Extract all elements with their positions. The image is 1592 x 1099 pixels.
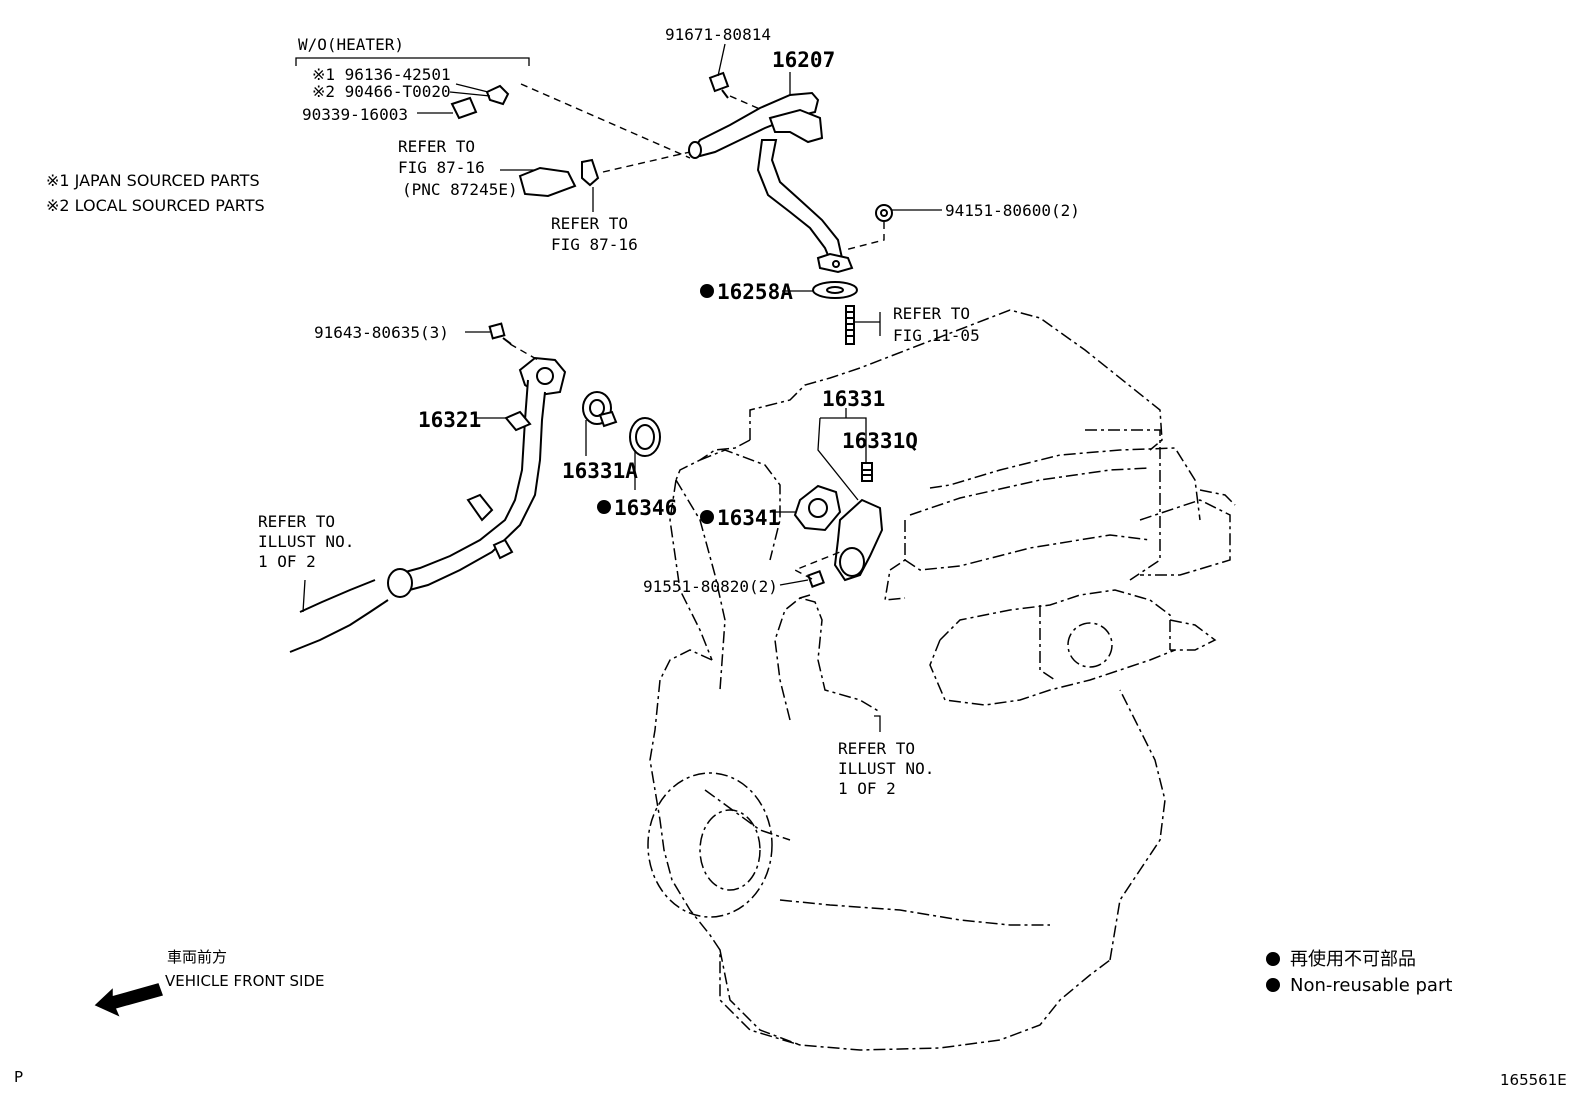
- svg-text:REFER TO: REFER TO: [551, 214, 628, 233]
- bolt-91643-icon: [488, 322, 512, 345]
- label-16258a: 16258A: [717, 280, 793, 304]
- ref-fig-87-16: REFER TO FIG 87-16: [551, 214, 638, 254]
- bolt-91551-icon: [807, 570, 825, 588]
- svg-text:FIG 87-16: FIG 87-16: [398, 158, 485, 177]
- leader-lines: [295, 43, 942, 732]
- svg-text:REFER TO: REFER TO: [258, 512, 335, 531]
- engine-outline: [647, 309, 1236, 1051]
- note-japan-sourced: ※1 JAPAN SOURCED PARTS: [46, 171, 260, 190]
- sensor-16331q-icon: [861, 462, 873, 482]
- ref-fig-87-16-pnc: REFER TO FIG 87-16 (PNC 87245E): [398, 137, 518, 199]
- svg-text:ILLUST NO.: ILLUST NO.: [838, 759, 934, 778]
- label-16207: 16207: [772, 48, 835, 72]
- svg-text:REFER TO: REFER TO: [893, 304, 970, 323]
- non-reusable-dot-16346: [597, 500, 611, 514]
- gasket-16346-icon: [629, 417, 661, 457]
- legend-non-reusable: 再使用不可部品 Non-reusable part: [1266, 949, 1452, 996]
- label-16331: 16331: [822, 387, 885, 411]
- water-inlet-16331-icon: [833, 498, 884, 582]
- svg-text:REFER TO: REFER TO: [398, 137, 475, 156]
- label-16331a: 16331A: [562, 459, 638, 483]
- svg-text:Non-reusable part: Non-reusable part: [1290, 975, 1452, 996]
- label-96136-42501: ※1 96136-42501: [312, 65, 451, 84]
- label-16321: 16321: [418, 408, 481, 432]
- label-wo-heater: W/O(HEATER): [298, 35, 404, 54]
- non-reusable-dot-16258a: [700, 284, 714, 298]
- legend-dot-icon: [1266, 952, 1280, 966]
- svg-text:1 OF 2: 1 OF 2: [838, 779, 896, 798]
- ref-illust-left: REFER TO ILLUST NO. 1 OF 2: [258, 512, 354, 571]
- gasket-16258a-icon: [812, 281, 858, 299]
- label-16346: 16346: [614, 496, 677, 520]
- svg-text:REFER TO: REFER TO: [838, 739, 915, 758]
- svg-text:車両前方: 車両前方: [167, 948, 227, 966]
- water-outlet-pipe: [289, 356, 567, 653]
- legend-dot-icon-2: [1266, 978, 1280, 992]
- corner-code-left: P: [14, 1068, 23, 1086]
- note-local-sourced: ※2 LOCAL SOURCED PARTS: [46, 196, 265, 215]
- bolt-91671-icon: [708, 71, 730, 99]
- thermostat-16331a-icon: [582, 391, 618, 428]
- water-bypass-pipe: [688, 91, 854, 274]
- svg-text:(PNC 87245E): (PNC 87245E): [402, 180, 518, 199]
- stud-icon: [845, 305, 855, 345]
- illustration-code: 165561E: [1500, 1071, 1567, 1089]
- svg-text:1 OF 2: 1 OF 2: [258, 552, 316, 571]
- svg-text:FIG 87-16: FIG 87-16: [551, 235, 638, 254]
- svg-text:VEHICLE FRONT SIDE: VEHICLE FRONT SIDE: [165, 972, 325, 990]
- svg-text:ILLUST NO.: ILLUST NO.: [258, 532, 354, 551]
- nut-94151-icon: [875, 204, 893, 222]
- label-16341: 16341: [717, 506, 780, 530]
- non-reusable-dot-16341: [700, 510, 714, 524]
- front-arrow-icon: [94, 983, 163, 1017]
- ref-illust-bottom: REFER TO ILLUST NO. 1 OF 2: [838, 739, 934, 798]
- label-16331q: 16331Q: [842, 429, 918, 453]
- label-91551-80820: 91551-80820(2): [643, 577, 778, 596]
- dashed-leaders: [509, 83, 885, 580]
- label-90466-t0020: ※2 90466-T0020: [312, 82, 451, 101]
- label-91671-80814: 91671-80814: [665, 25, 771, 44]
- gasket-16341-icon: [793, 484, 842, 532]
- ref-fig-11-05: REFER TO FIG 11-05: [893, 304, 980, 345]
- label-91643-80635: 91643-80635(3): [314, 323, 449, 342]
- clamp-hose-parts: [450, 84, 600, 198]
- label-90339-16003: 90339-16003: [302, 105, 408, 124]
- label-94151-80600: 94151-80600(2): [945, 201, 1080, 220]
- svg-text:再使用不可部品: 再使用不可部品: [1290, 949, 1416, 970]
- svg-text:FIG 11-05: FIG 11-05: [893, 326, 980, 345]
- vehicle-front-indicator: 車両前方 VEHICLE FRONT SIDE: [94, 948, 325, 1017]
